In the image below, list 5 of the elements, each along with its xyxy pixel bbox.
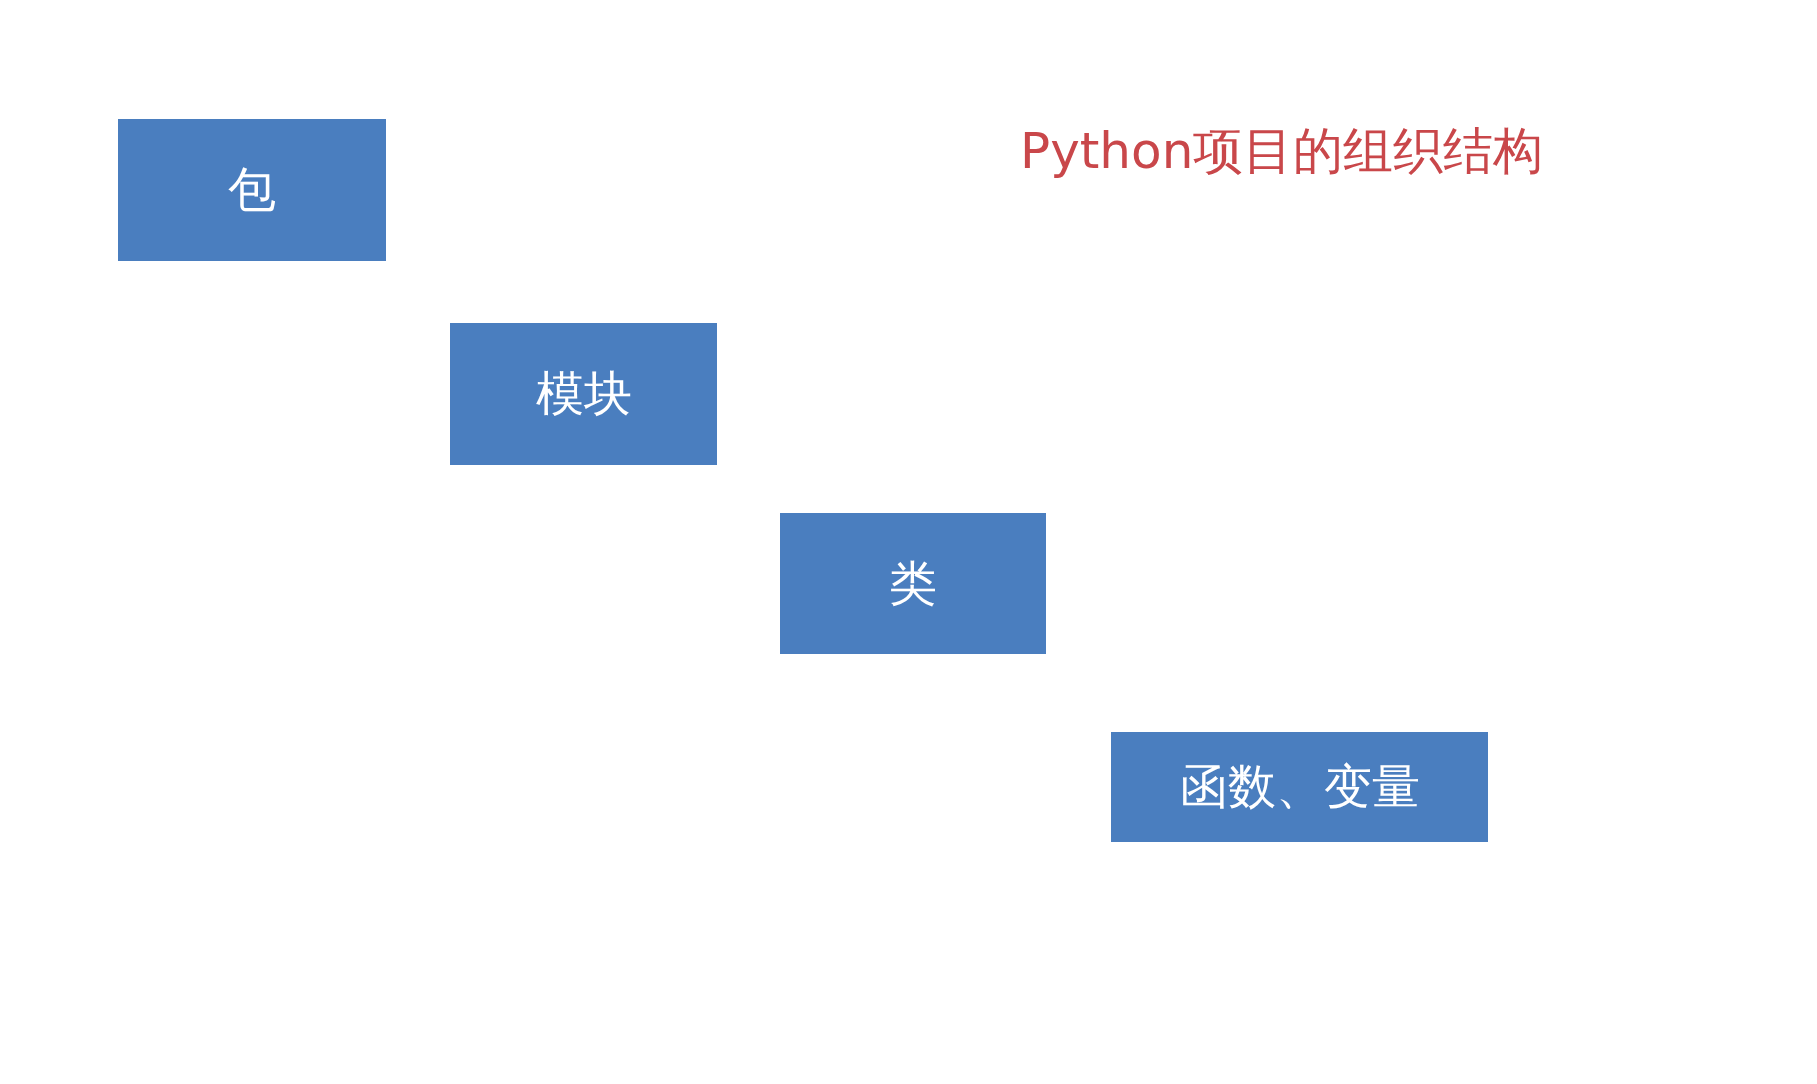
text-box: 类 [780, 513, 1046, 654]
title: Python项目的组织结构 [1020, 121, 1544, 182]
text-box: 函数、变量 [1111, 732, 1488, 842]
text-box: 模块 [450, 323, 717, 465]
text-box: 包 [118, 119, 386, 261]
